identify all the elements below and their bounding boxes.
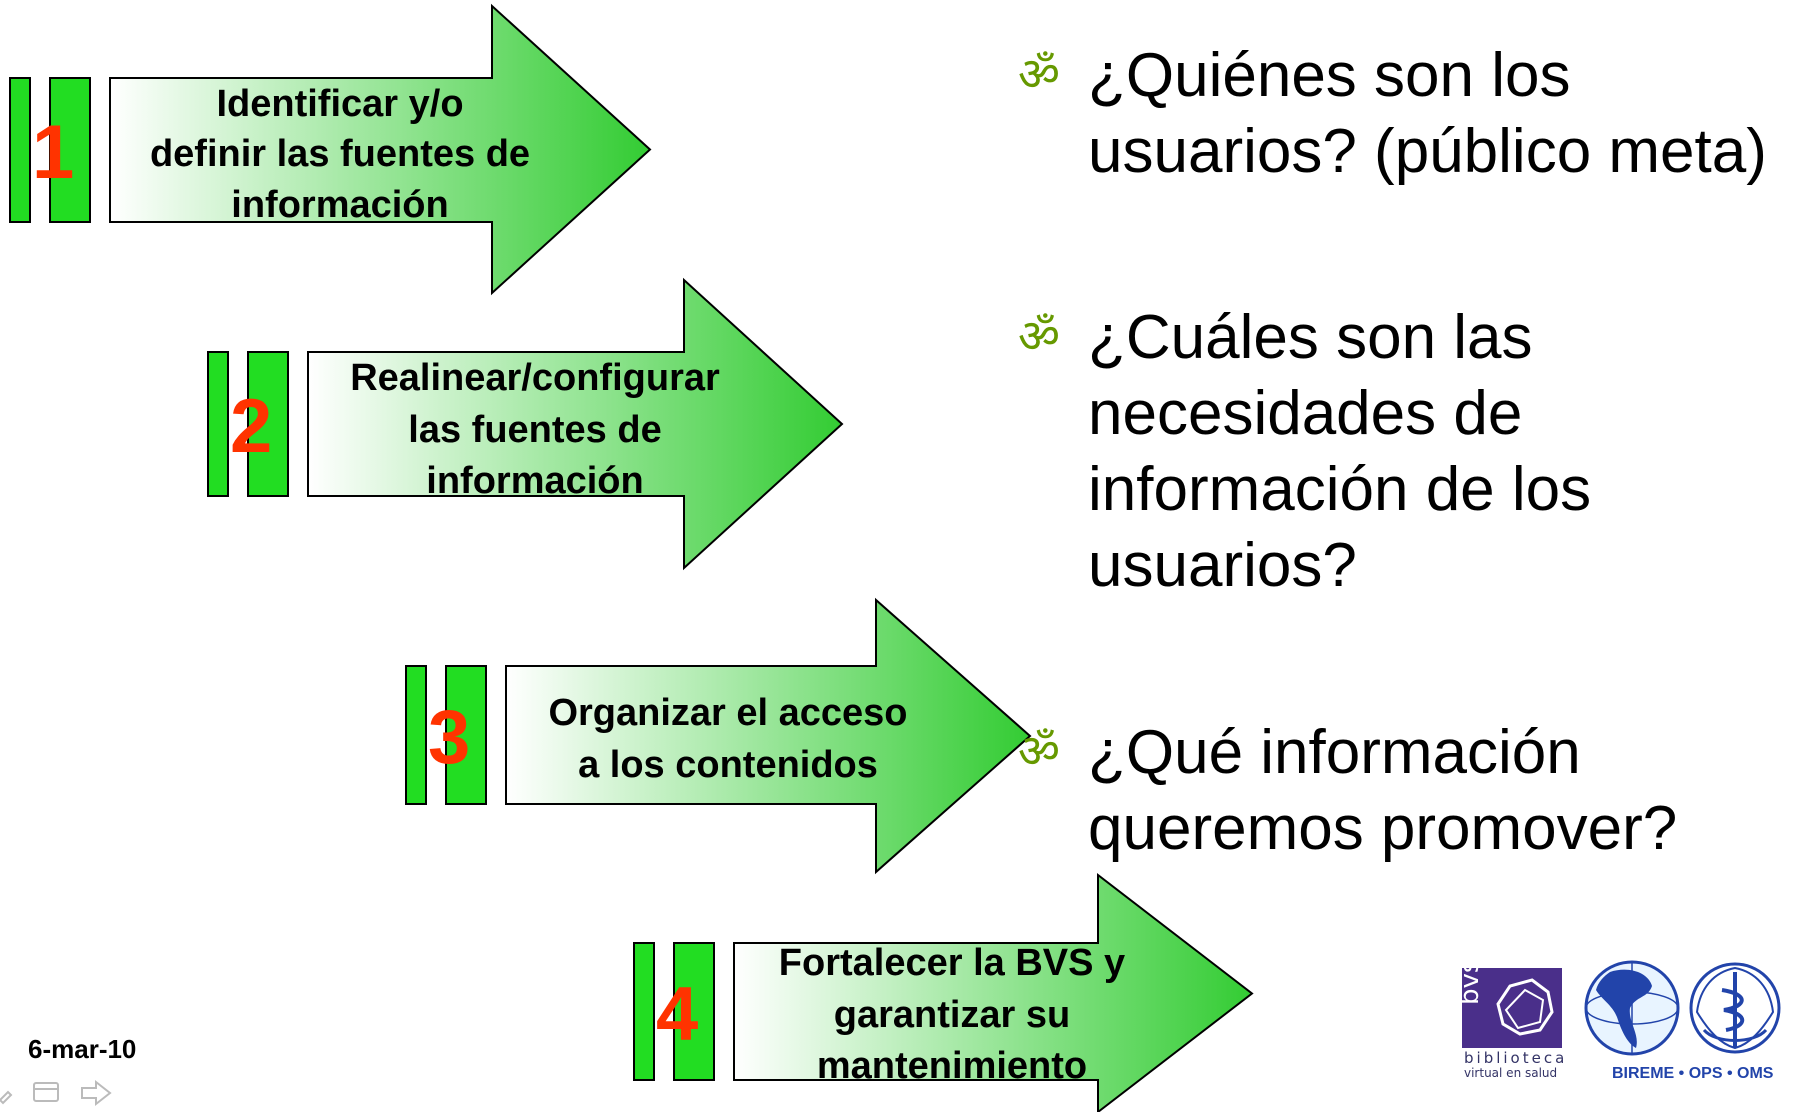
- step-arrow: [733, 872, 1254, 1112]
- question-item: ॐ ¿Cuáles son las necesidades de informació…: [1018, 303, 1591, 600]
- process-step-4: 4 Fortalecer la BVS y garantizar su manteni…: [633, 872, 1254, 1112]
- question-line: usuarios? (público meta): [1088, 117, 1767, 186]
- globe-icon: [1584, 960, 1680, 1056]
- process-step-2: 2 Realinear/configurar las fuentes de infor…: [207, 277, 844, 571]
- slide-menu-icon[interactable]: [33, 1082, 59, 1102]
- step-arrow: [109, 3, 652, 296]
- bvs-heptagon-icon: [1496, 978, 1554, 1036]
- step-bar-left: [633, 942, 655, 1081]
- who-emblem-icon: [1689, 962, 1781, 1054]
- question-line: necesidades de: [1088, 379, 1522, 448]
- bvs-logo-letters: bvs: [1455, 960, 1485, 1005]
- step-label-line: Organizar el acceso: [548, 692, 907, 734]
- question-line: ¿Cuáles son las: [1088, 303, 1533, 372]
- step-label-line: garantizar su: [834, 994, 1071, 1036]
- question-line: usuarios?: [1088, 531, 1357, 600]
- step-arrow: [307, 277, 844, 571]
- step-label-line: a los contenidos: [578, 744, 878, 786]
- step-label-line: Fortalecer la BVS y: [779, 942, 1125, 984]
- step-label-line: información: [231, 184, 448, 226]
- step-arrow: [505, 597, 1032, 875]
- process-step-3: 3 Organizar el acceso a los contenidos: [405, 597, 1032, 875]
- step-number: 3: [428, 695, 470, 780]
- bvs-inner-star-icon: [1504, 988, 1545, 1030]
- process-steps: 1 Identificar y/o definir las fuentes de in…: [9, 3, 1254, 1112]
- step-bar-left: [207, 351, 229, 497]
- partners-caption: BIREME • OPS • OMS: [1612, 1065, 1774, 1082]
- question-line: queremos promover?: [1088, 794, 1677, 863]
- question-line: ¿Quiénes son los: [1088, 41, 1570, 110]
- slide-date: 6-mar-10: [28, 1034, 136, 1064]
- step-number: 1: [32, 110, 74, 195]
- om-bullet-icon: ॐ: [1018, 724, 1060, 778]
- step-bar-left: [9, 77, 31, 223]
- bvs-logo: bvs biblioteca virtual en salud: [1455, 960, 1567, 1080]
- step-label-line: las fuentes de: [408, 409, 661, 451]
- bvs-logo-title: biblioteca: [1464, 1049, 1567, 1067]
- om-bullet-icon: ॐ: [1018, 309, 1060, 363]
- questions-list: ॐ ¿Quiénes son los usuarios? (público meta…: [1018, 41, 1767, 863]
- partner-logos: BIREME • OPS • OMS: [1584, 960, 1781, 1082]
- process-step-1: 1 Identificar y/o definir las fuentes de in…: [9, 3, 652, 296]
- step-number: 4: [656, 972, 698, 1057]
- question-item: ॐ ¿Qué información queremos promover?: [1018, 718, 1677, 863]
- step-number: 2: [230, 384, 272, 469]
- step-bar-right: [49, 77, 91, 223]
- slideshow-controls: [0, 1079, 112, 1107]
- step-bar-right: [247, 351, 289, 497]
- step-bar-right: [673, 942, 715, 1081]
- step-label-line: mantenimiento: [817, 1045, 1087, 1087]
- pen-icon[interactable]: [0, 1090, 13, 1105]
- question-line: información de los: [1088, 455, 1591, 524]
- step-bar-left: [405, 665, 427, 805]
- next-slide-icon[interactable]: [81, 1079, 112, 1107]
- step-label-line: información: [426, 460, 643, 502]
- om-bullet-icon: ॐ: [1018, 47, 1060, 101]
- bvs-logo-subtitle: virtual en salud: [1464, 1066, 1557, 1080]
- step-label-line: Identificar y/o: [216, 83, 463, 125]
- question-item: ॐ ¿Quiénes son los usuarios? (público meta…: [1018, 41, 1767, 186]
- step-label-line: definir las fuentes de: [150, 133, 530, 175]
- question-line: ¿Qué información: [1088, 718, 1581, 787]
- step-label-line: Realinear/configurar: [350, 357, 720, 399]
- bvs-logo-mark: [1462, 968, 1562, 1048]
- step-bar-right: [445, 665, 487, 805]
